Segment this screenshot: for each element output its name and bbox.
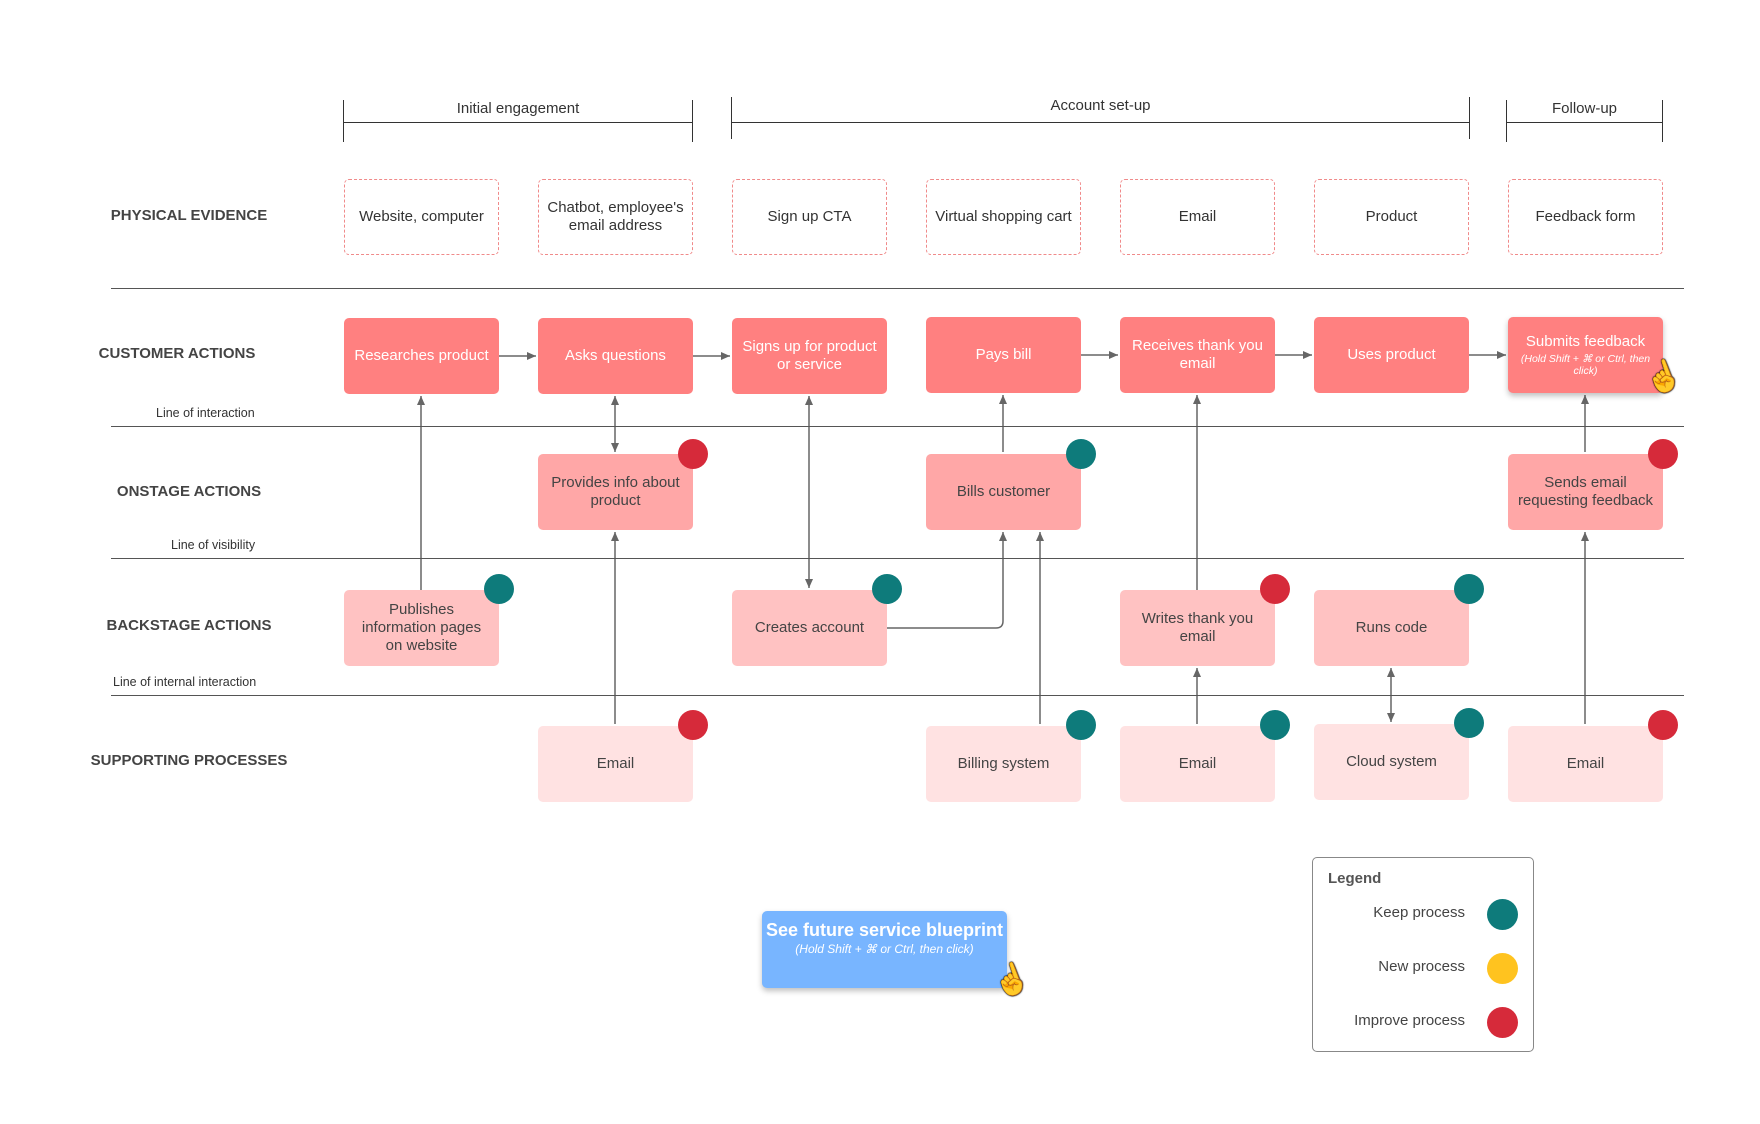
line-of-visibility xyxy=(111,558,1684,559)
submits-feedback-link[interactable]: Submits feedback (Hold Shift + ⌘ or Ctrl… xyxy=(1508,317,1663,393)
link-hint: (Hold Shift + ⌘ or Ctrl, then click) xyxy=(1520,353,1651,377)
connector-arrow xyxy=(887,532,1007,629)
supporting-process-box: Email xyxy=(1120,726,1275,802)
customer-action-box: Signs up for product or service xyxy=(732,318,887,394)
new-process-dot xyxy=(1487,953,1518,984)
phase-label: Initial engagement xyxy=(456,100,580,117)
evidence-box: Chatbot, employee's email address xyxy=(538,179,693,255)
keep-process-dot xyxy=(1260,710,1290,740)
onstage-action-box: Bills customer xyxy=(926,454,1081,530)
row-label-supporting-processes: SUPPORTING PROCESSES xyxy=(90,752,288,769)
evidence-box: Feedback form xyxy=(1508,179,1663,255)
phase-follow-up: Follow-up xyxy=(1506,100,1663,145)
improve-process-dot xyxy=(1487,1007,1518,1038)
improve-process-dot xyxy=(1648,710,1678,740)
line-of-internal-interaction-label: Line of internal interaction xyxy=(113,675,257,689)
keep-process-dot xyxy=(1066,710,1096,740)
line-of-interaction-label: Line of interaction xyxy=(156,406,255,420)
backstage-action-box: Creates account xyxy=(732,590,887,666)
keep-process-dot xyxy=(1454,574,1484,604)
keep-process-dot xyxy=(1487,899,1518,930)
evidence-box: Website, computer xyxy=(344,179,499,255)
line-of-visibility-label: Line of visibility xyxy=(171,538,256,552)
evidence-box: Product xyxy=(1314,179,1469,255)
customer-action-box: Pays bill xyxy=(926,317,1081,393)
phase-label: Account set-up xyxy=(1050,97,1151,114)
supporting-process-box: Email xyxy=(1508,726,1663,802)
improve-process-dot xyxy=(678,439,708,469)
onstage-action-box: Sends email requesting feedback xyxy=(1508,454,1663,530)
phase-account-setup: Account set-up xyxy=(731,97,1470,142)
keep-process-dot xyxy=(1066,439,1096,469)
onstage-action-box: Provides info about product xyxy=(538,454,693,530)
legend-title: Legend xyxy=(1328,870,1382,887)
phase-label: Follow-up xyxy=(1551,100,1618,117)
divider-evidence xyxy=(111,288,1684,289)
supporting-process-box: Billing system xyxy=(926,726,1081,802)
line-of-internal-interaction xyxy=(111,695,1684,696)
row-label-customer-actions: CUSTOMER ACTIONS xyxy=(98,345,256,362)
row-label-physical-evidence: PHYSICAL EVIDENCE xyxy=(110,207,268,224)
backstage-action-box: Runs code xyxy=(1314,590,1469,666)
customer-action-box: Researches product xyxy=(344,318,499,394)
legend-item-new: New process xyxy=(1378,958,1465,975)
improve-process-dot xyxy=(1260,574,1290,604)
customer-action-box: Asks questions xyxy=(538,318,693,394)
see-future-blueprint-button[interactable]: See future service blueprint (Hold Shift… xyxy=(762,911,1007,988)
backstage-action-box: Writes thank you email xyxy=(1120,590,1275,666)
cta-hint: (Hold Shift + ⌘ or Ctrl, then click) xyxy=(795,942,974,956)
keep-process-dot xyxy=(872,574,902,604)
customer-action-label: Submits feedback xyxy=(1525,333,1646,350)
phase-initial-engagement: Initial engagement xyxy=(343,100,693,145)
row-label-backstage-actions: BACKSTAGE ACTIONS xyxy=(106,617,272,634)
supporting-process-box: Email xyxy=(538,726,693,802)
evidence-box: Virtual shopping cart xyxy=(926,179,1081,255)
evidence-box: Email xyxy=(1120,179,1275,255)
legend-item-keep: Keep process xyxy=(1373,904,1465,921)
cta-title: See future service blueprint xyxy=(765,920,1004,940)
legend-item-improve: Improve process xyxy=(1354,1012,1465,1029)
customer-action-box: Uses product xyxy=(1314,317,1469,393)
evidence-box: Sign up CTA xyxy=(732,179,887,255)
improve-process-dot xyxy=(1648,439,1678,469)
customer-action-box: Receives thank you email xyxy=(1120,317,1275,393)
improve-process-dot xyxy=(678,710,708,740)
supporting-process-box: Cloud system xyxy=(1314,724,1469,800)
keep-process-dot xyxy=(1454,708,1484,738)
legend: Legend Keep process New process Improve … xyxy=(1312,857,1534,1052)
backstage-action-box: Publishes information pages on website xyxy=(344,590,499,666)
row-label-onstage-actions: ONSTAGE ACTIONS xyxy=(116,483,262,500)
line-of-interaction xyxy=(111,426,1684,427)
keep-process-dot xyxy=(484,574,514,604)
